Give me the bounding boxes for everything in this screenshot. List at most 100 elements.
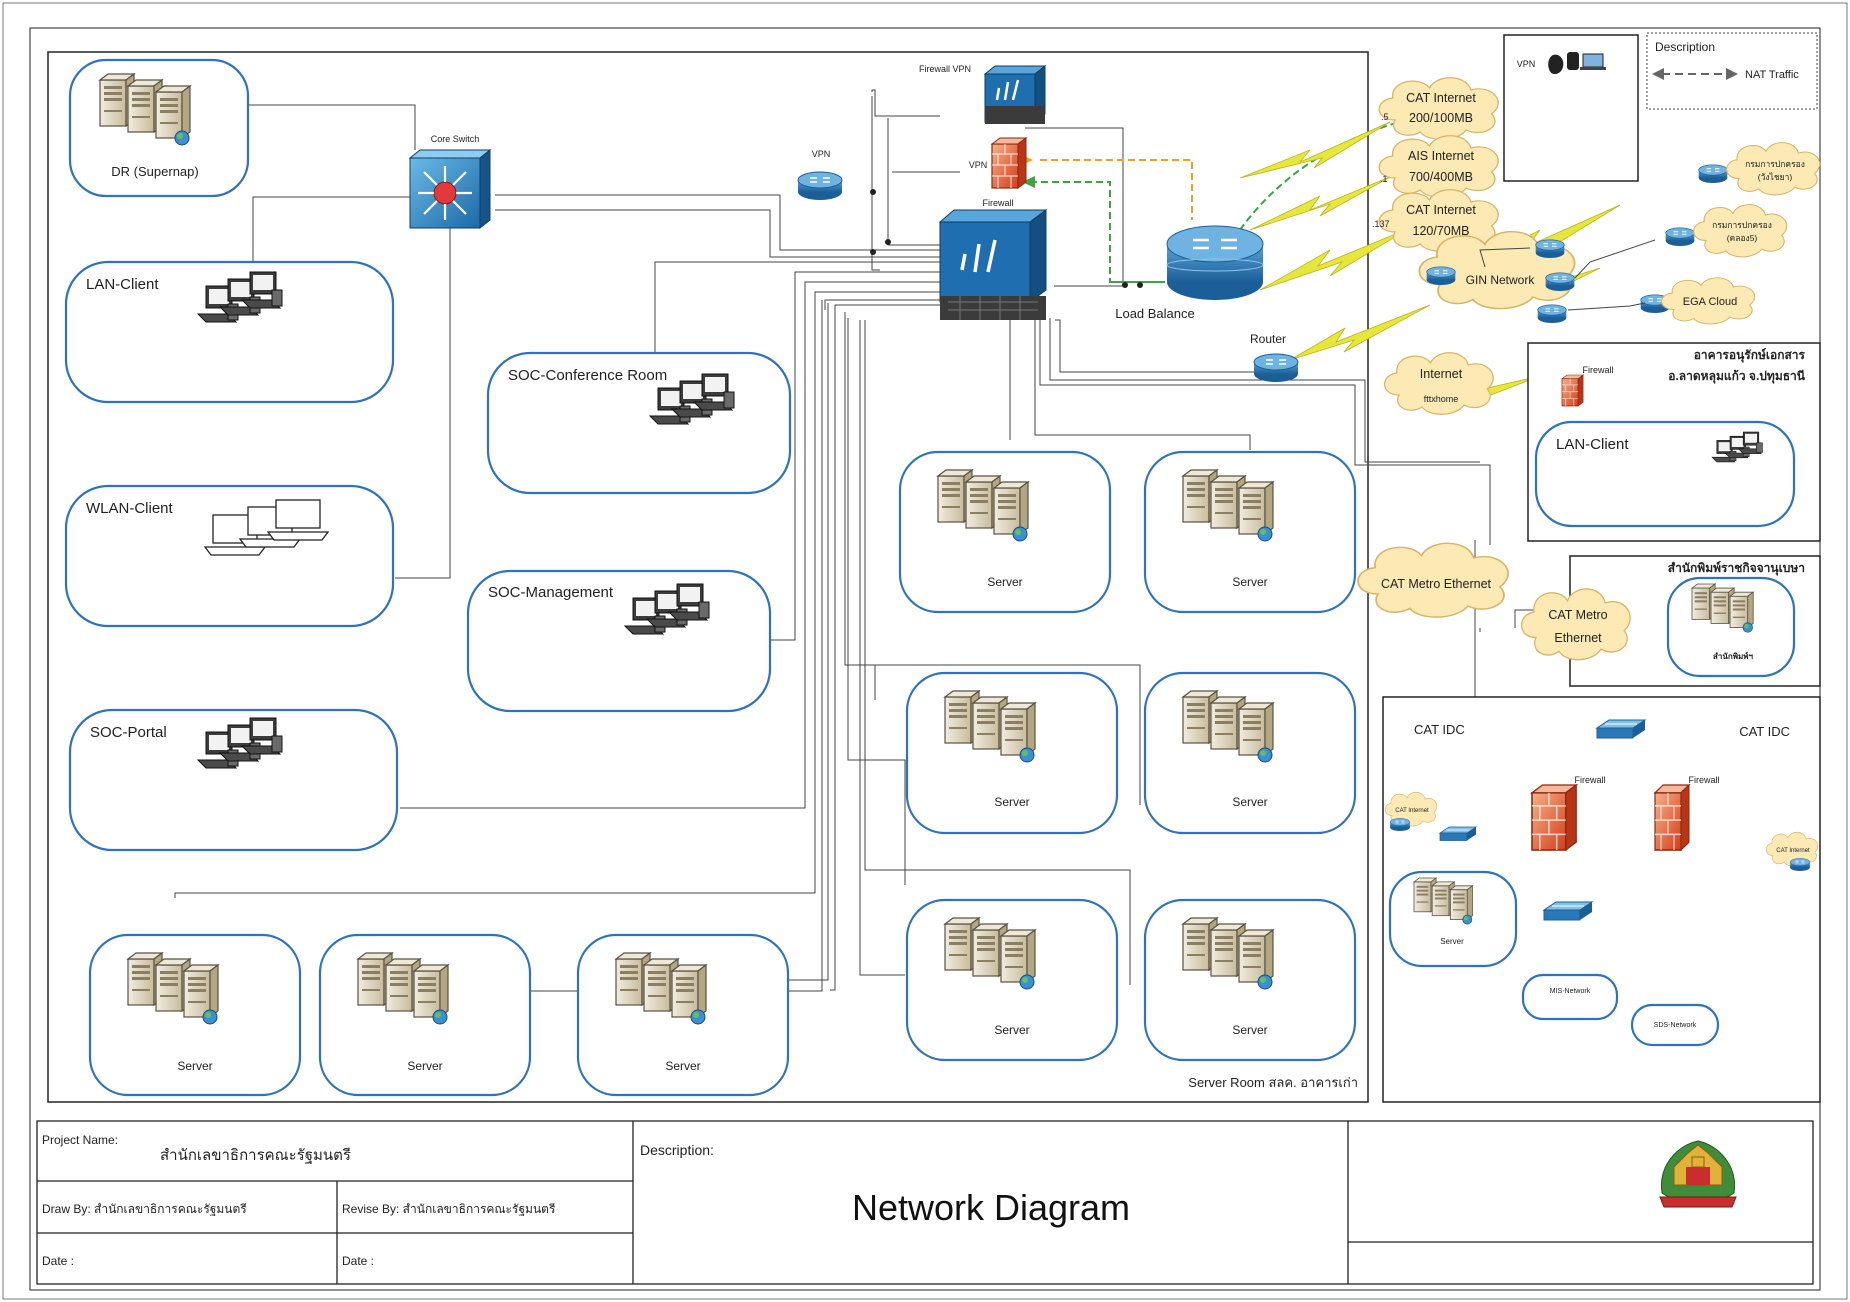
cat-idc-right-title: CAT IDC bbox=[1739, 724, 1790, 739]
cat-idc-left-title: CAT IDC bbox=[1414, 722, 1465, 737]
vpn-firewall-label: VPN bbox=[969, 160, 988, 170]
vpn-firewall-icon bbox=[991, 137, 1027, 189]
main-firewall-icon bbox=[938, 209, 1048, 320]
dopa-khlong-line1: กรมการปกครอง bbox=[1712, 220, 1772, 230]
dopa-router-icon bbox=[1665, 227, 1695, 247]
project-name-value: สำนักเลขาธิการคณะรัฐมนตรี bbox=[160, 1147, 351, 1164]
cat-internet-1-name: CAT Internet bbox=[1406, 91, 1476, 105]
dopa-wang-line1: กรมการปกครอง bbox=[1745, 159, 1805, 169]
router-label: Router bbox=[1250, 332, 1286, 346]
wlan-client-label: WLAN-Client bbox=[86, 500, 174, 517]
dopa-khlong-line2: (คลอง5) bbox=[1727, 233, 1758, 243]
sds-network-label: SDS-Network bbox=[1654, 1022, 1697, 1029]
revise-by: Revise By: สำนักเลขาธิการคณะรัฐมนตรี bbox=[342, 1202, 556, 1216]
idc-left-router-icon bbox=[1389, 818, 1411, 832]
sds-network-group bbox=[1630, 1003, 1720, 1047]
ip-suffix-137: .137 bbox=[1372, 219, 1390, 229]
idc-right-firewall-label: Firewall bbox=[1688, 775, 1719, 785]
firewall-vpn-icon bbox=[983, 64, 1047, 124]
lan-client-group bbox=[64, 260, 395, 404]
firewall-vpn-label: Firewall VPN bbox=[919, 64, 971, 74]
cat-internet-2-name: CAT Internet bbox=[1406, 203, 1476, 217]
server-label: Server bbox=[407, 1059, 442, 1073]
dopa-router-icon bbox=[1698, 164, 1728, 184]
server-room-label: Server Room สลค. อาคารเก่า bbox=[1188, 1075, 1358, 1090]
cat-internet-cloud-1 bbox=[1378, 77, 1499, 140]
archive-title-2: อ.ลาดหลุมแก้ว จ.ปทุมธานี bbox=[1668, 369, 1806, 384]
soc-portal-group bbox=[68, 708, 399, 852]
mis-network-label: MIS-Network bbox=[1550, 988, 1591, 995]
cat-metro-right-line2: Ethernet bbox=[1554, 631, 1602, 645]
date-left: Date : bbox=[42, 1254, 74, 1268]
laptop-icon bbox=[267, 499, 329, 541]
archive-firewall-icon bbox=[1561, 374, 1584, 407]
load-balance-icon bbox=[1166, 225, 1264, 300]
dopa-khlong-cloud bbox=[1693, 204, 1788, 258]
legend-nat: NAT Traffic bbox=[1745, 69, 1799, 81]
title-block bbox=[36, 1120, 1814, 1285]
cat-metro-ethernet-label: CAT Metro Ethernet bbox=[1381, 577, 1492, 591]
archive-internet-cloud bbox=[1383, 352, 1494, 415]
ais-internet-cloud bbox=[1378, 135, 1499, 198]
legend-title: Description bbox=[1655, 40, 1715, 54]
archive-internet-label: Internet bbox=[1420, 367, 1463, 381]
vpn-remote-label: VPN bbox=[1517, 59, 1536, 69]
archive-title-1: อาคารอนุรักษ์เอกสาร bbox=[1694, 348, 1806, 363]
server-label: Server bbox=[987, 575, 1022, 589]
gin-router-icon bbox=[1537, 304, 1567, 324]
vpn-devices-icon bbox=[1548, 52, 1606, 75]
server-groups: Server Server Server Server Server Serve… bbox=[88, 450, 1357, 1097]
ip-suffix-5: .5 bbox=[1381, 112, 1389, 122]
mis-network-group bbox=[1521, 973, 1619, 1021]
printing-server-label: สำนักพิมพ์ฯ bbox=[1713, 651, 1754, 661]
core-switch-icon bbox=[408, 148, 492, 230]
ais-internet-speed: 700/400MB bbox=[1409, 170, 1473, 184]
dopa-wang-line2: (วังไชยา) bbox=[1758, 172, 1793, 182]
server-label: Server bbox=[177, 1059, 212, 1073]
archive-fttx-label: fttxhome bbox=[1424, 394, 1459, 404]
gin-router-icon bbox=[1545, 272, 1575, 292]
server-label: Server bbox=[1232, 1023, 1267, 1037]
gin-network-label: GIN Network bbox=[1466, 273, 1536, 287]
cat-internet-2-speed: 120/70MB bbox=[1413, 224, 1470, 238]
diagram-title: Network Diagram bbox=[852, 1187, 1130, 1228]
server-label: Server bbox=[994, 795, 1029, 809]
ais-internet-name: AIS Internet bbox=[1408, 149, 1475, 163]
main-firewall-label: Firewall bbox=[982, 198, 1013, 208]
printing-office-title: สำนักพิมพ์ราชกิจจานุเบษา bbox=[1668, 561, 1805, 576]
vpn-router-icon bbox=[797, 171, 843, 201]
idc-left-firewall-label: Firewall bbox=[1574, 775, 1605, 785]
ega-cloud-label: EGA Cloud bbox=[1683, 296, 1737, 308]
idc-cat-internet-right-label: CAT Internet bbox=[1776, 848, 1810, 854]
idc-right-firewall-icon bbox=[1654, 784, 1690, 851]
server-label: Server bbox=[665, 1059, 700, 1073]
description-label: Description: bbox=[640, 1142, 714, 1158]
idc-cat-internet-left-label: CAT Internet bbox=[1395, 808, 1429, 814]
idc-left-firewall-icon bbox=[1531, 784, 1577, 851]
vpn-router-label: VPN bbox=[812, 149, 831, 159]
gin-router-icon bbox=[1535, 239, 1565, 259]
archive-firewall-label: Firewall bbox=[1582, 365, 1613, 375]
dr-label: DR (Supernap) bbox=[111, 164, 198, 179]
gin-router-icon bbox=[1426, 266, 1456, 286]
core-switch-label: Core Switch bbox=[431, 134, 480, 144]
router-icon bbox=[1253, 353, 1299, 383]
project-name-label: Project Name: bbox=[42, 1133, 118, 1147]
archive-lan-client-label: LAN-Client bbox=[1556, 436, 1629, 453]
soc-portal-label: SOC-Portal bbox=[90, 724, 167, 741]
server-label: Server bbox=[1232, 575, 1267, 589]
lan-client-label: LAN-Client bbox=[86, 276, 159, 293]
draw-by: Draw By: สำนักเลขาธิการคณะรัฐมนตรี bbox=[42, 1202, 247, 1216]
idc-server-label: Server bbox=[1440, 937, 1464, 946]
load-balance-label: Load Balance bbox=[1115, 306, 1195, 321]
soc-management-label: SOC-Management bbox=[488, 584, 614, 601]
nat-legend-arrow bbox=[1652, 68, 1738, 80]
cat-internet-1-speed: 200/100MB bbox=[1409, 111, 1473, 125]
date-right: Date : bbox=[342, 1254, 374, 1268]
soc-conference-label: SOC-Conference Room bbox=[508, 367, 667, 384]
ip-suffix-1: .1 bbox=[1380, 174, 1388, 184]
server-label: Server bbox=[994, 1023, 1029, 1037]
government-emblem-icon bbox=[1659, 1140, 1737, 1208]
server-label: Server bbox=[1232, 795, 1267, 809]
